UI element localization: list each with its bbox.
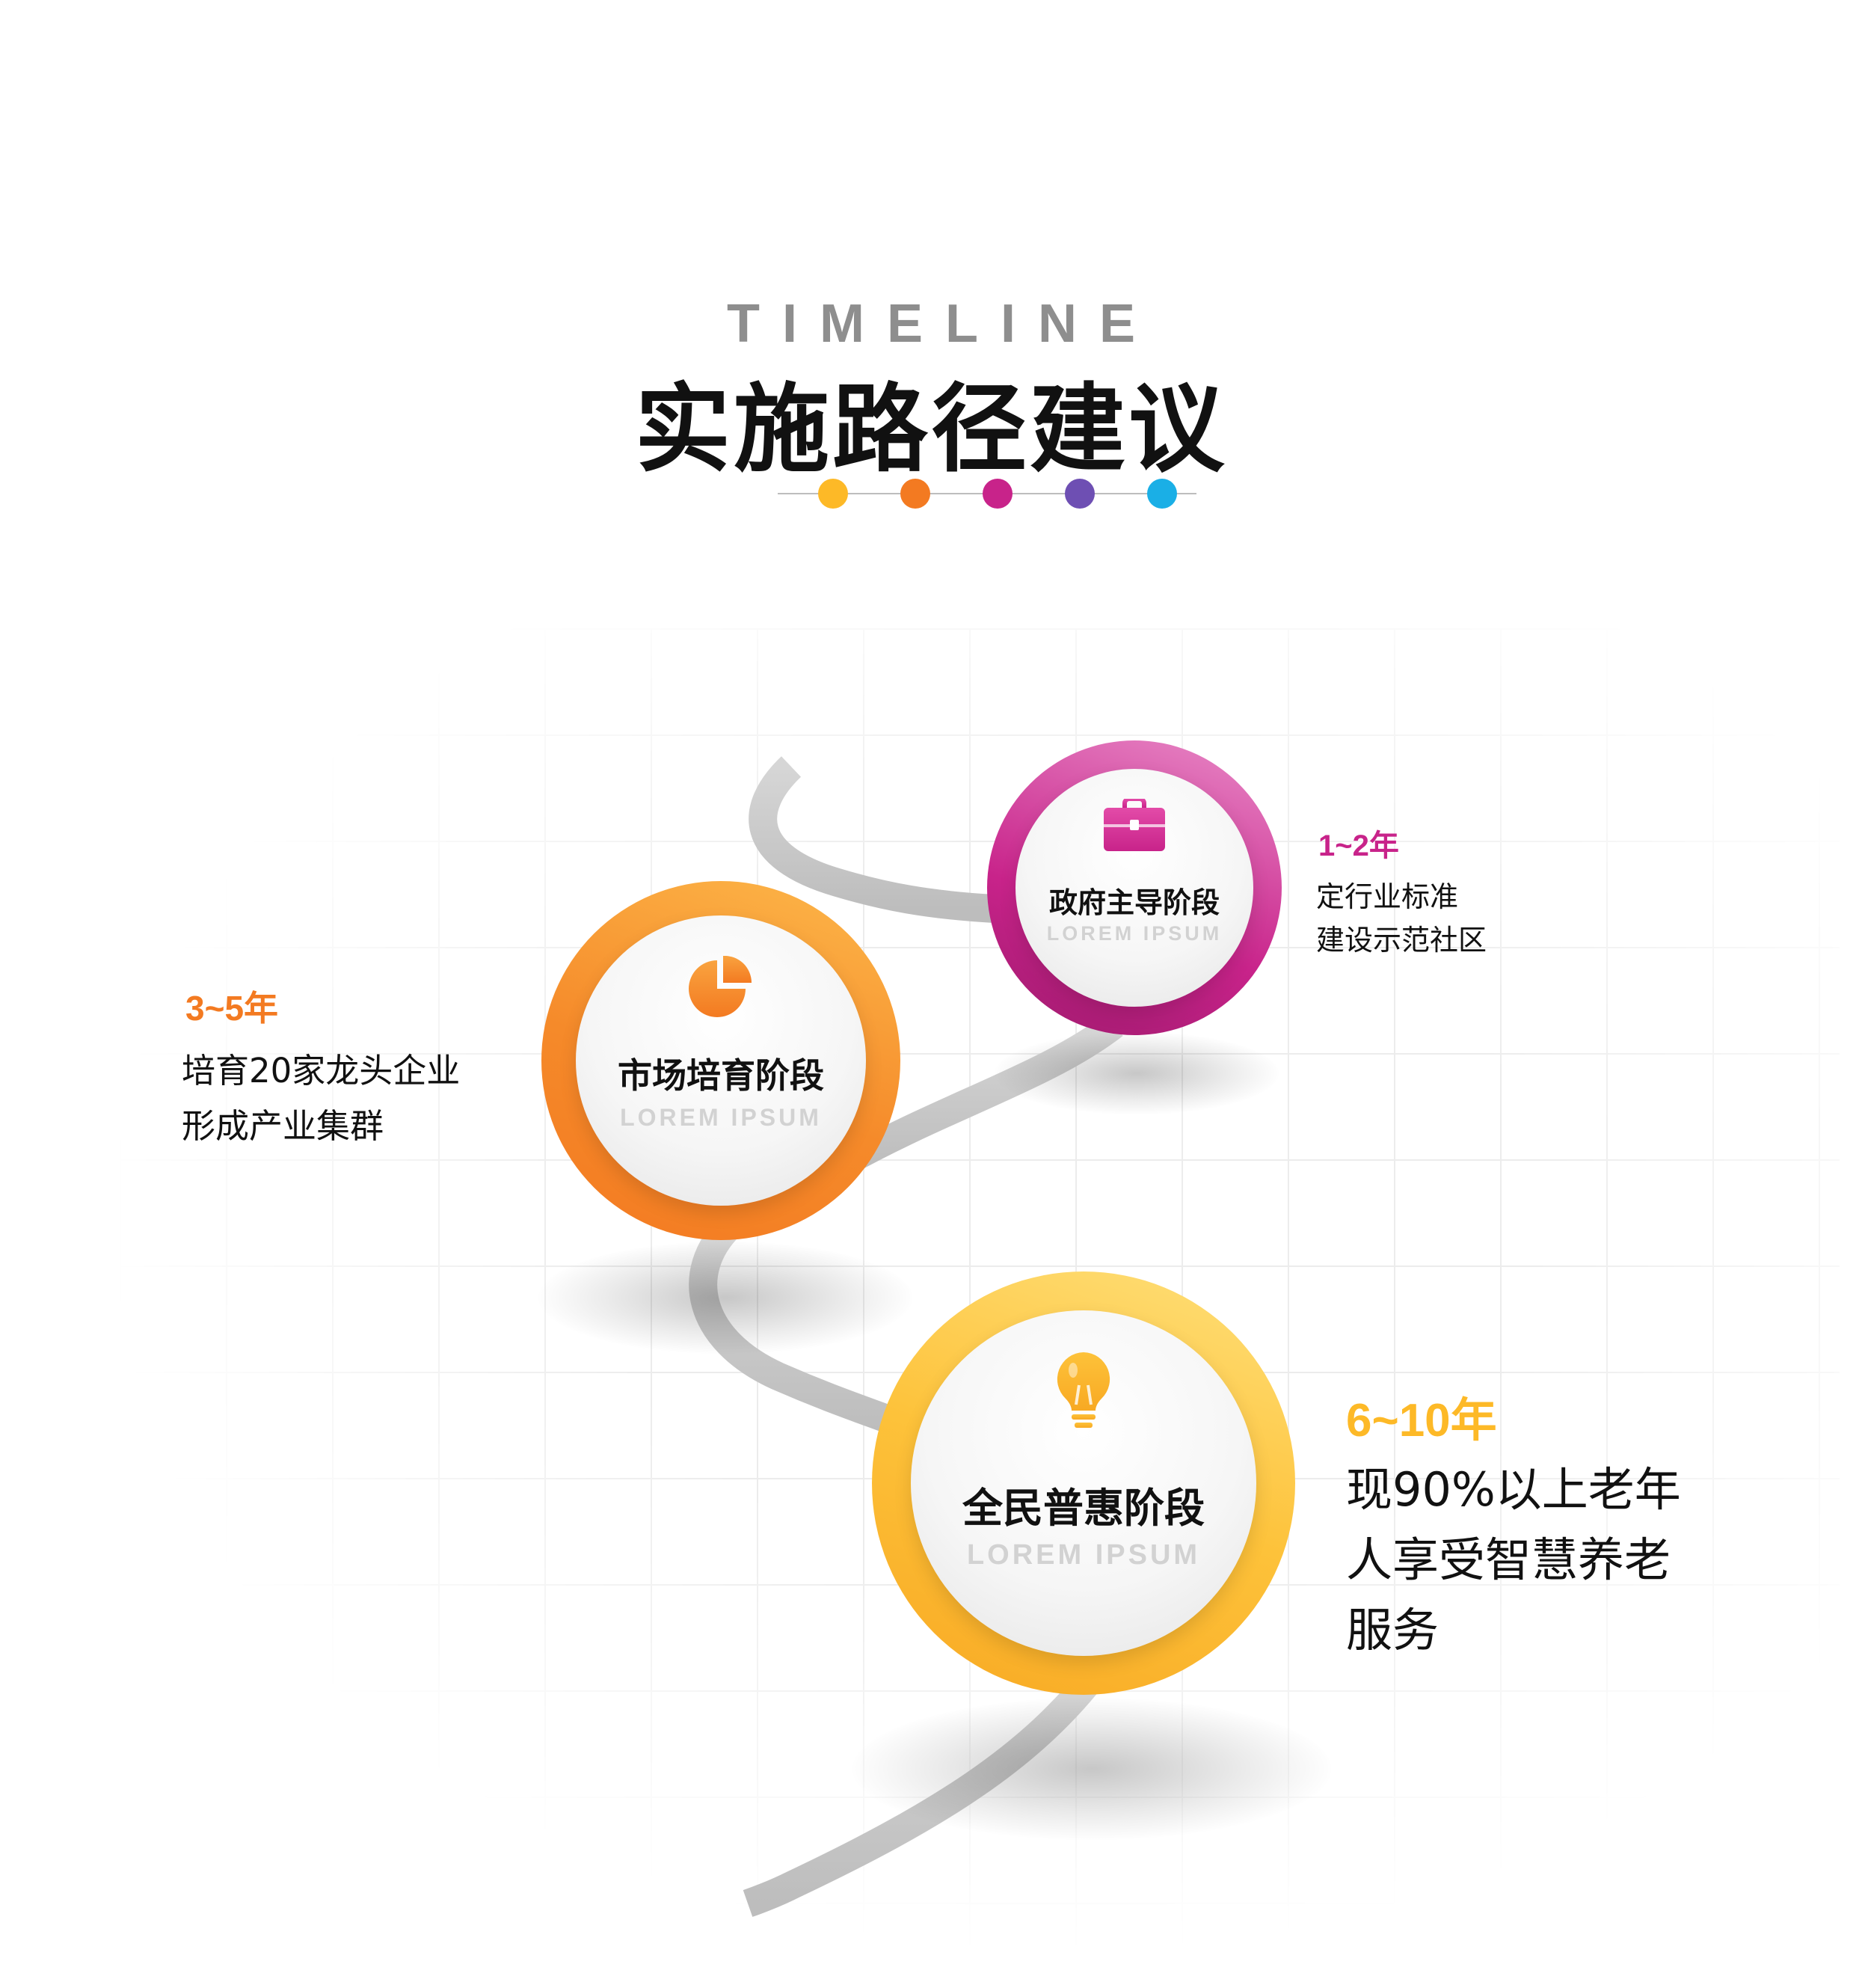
stage2-year: 3~5年 — [185, 989, 279, 1028]
stage1-inner: 政府主导阶段 LOREM IPSUM — [1016, 769, 1253, 1007]
stage3-desc-line: 现90%以上老年 — [1346, 1462, 1681, 1517]
stage1-node: 政府主导阶段 LOREM IPSUM — [987, 740, 1282, 1035]
stage2-desc-line: 形成产业集群 — [182, 1106, 384, 1146]
dot-purple — [1065, 479, 1095, 509]
stage2-inner: 市场培育阶段 LOREM IPSUM — [576, 915, 866, 1206]
stage3-subtitle: LOREM IPSUM — [966, 1539, 1201, 1571]
eyebrow-label: TIMELINE — [727, 294, 1158, 354]
stage2-desc: 培育20家龙头企业 形成产业集群 — [182, 1043, 460, 1154]
stage3-inner: 全民普惠阶段 LOREM IPSUM — [911, 1310, 1256, 1656]
stage1-shadow — [995, 1032, 1279, 1114]
stage3-year: 6~10年 — [1346, 1395, 1497, 1446]
stage3-desc-line: 服务 — [1346, 1603, 1439, 1657]
stage2-node: 市场培育阶段 LOREM IPSUM — [541, 881, 900, 1240]
stage1-desc: 定行业标准 建设示范社区 — [1316, 875, 1487, 962]
dot-magenta — [983, 479, 1013, 509]
color-dots-divider — [778, 479, 1196, 509]
pie-chart-icon — [687, 955, 755, 1017]
stage1-desc-line: 建设示范社区 — [1316, 924, 1487, 957]
stage1-desc-line: 定行业标准 — [1316, 880, 1459, 913]
stage2-desc-line: 培育20家龙头企业 — [182, 1051, 461, 1090]
lightbulb-icon — [1057, 1352, 1110, 1430]
stage2-name: 市场培育阶段 — [618, 1055, 824, 1096]
stage3-node: 全民普惠阶段 LOREM IPSUM — [872, 1271, 1295, 1695]
stage1-year: 1~2年 — [1318, 829, 1399, 862]
dot-cyan — [1147, 479, 1177, 509]
stage1-name: 政府主导阶段 — [1048, 886, 1220, 919]
stage3-desc: 现90%以上老年 人享受智慧养老 服务 — [1346, 1455, 1681, 1666]
stage3-name: 全民普惠阶段 — [962, 1485, 1205, 1532]
dot-orange — [900, 479, 930, 509]
stage3-shadow — [852, 1698, 1331, 1840]
page-title: 实施路径建议 — [634, 374, 1227, 485]
background-grid — [120, 628, 1840, 1945]
stage2-shadow — [538, 1242, 912, 1354]
stage3-desc-line: 人享受智慧养老 — [1346, 1533, 1671, 1587]
dot-yellow — [818, 479, 848, 509]
briefcase-icon — [1104, 797, 1165, 851]
stage1-subtitle: LOREM IPSUM — [1046, 922, 1223, 945]
stage2-subtitle: LOREM IPSUM — [620, 1104, 822, 1131]
